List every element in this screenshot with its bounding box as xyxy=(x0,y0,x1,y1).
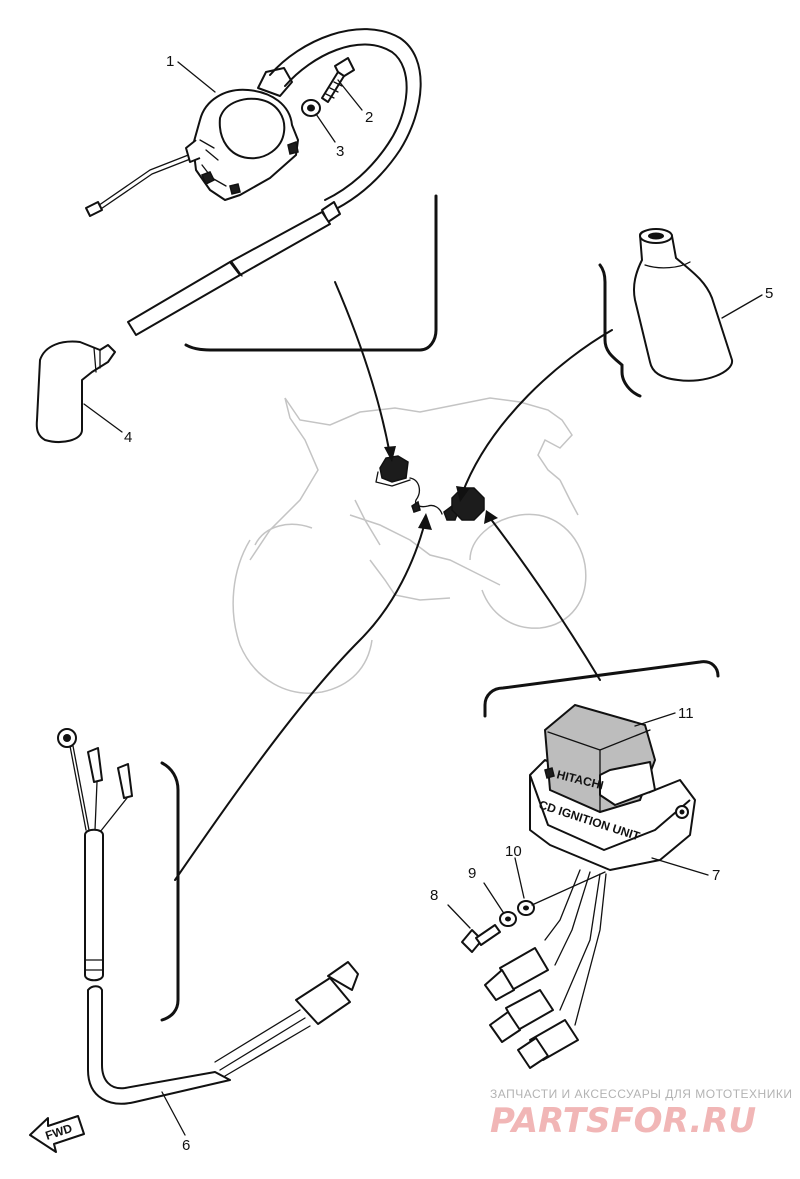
callout-1: 1 xyxy=(166,53,174,70)
callout-10: 10 xyxy=(505,843,522,860)
callout-6: 6 xyxy=(182,1137,190,1154)
rubber-cover-part-5 xyxy=(632,228,733,382)
watermark-tagline: ЗАПЧАСТИ И АКСЕССУАРЫ ДЛЯ МОТОТЕХНИКИ xyxy=(490,1087,792,1101)
plug-cap-part-4 xyxy=(35,340,116,443)
callout-leaders xyxy=(83,61,763,1136)
cdi-unit-part-11 xyxy=(529,703,696,871)
callout-7: 7 xyxy=(712,867,720,884)
arrowhead-icon xyxy=(456,486,470,502)
watermark: ЗАПЧАСТИ И АКСЕССУАРЫ ДЛЯ МОТОТЕХНИКИ PA… xyxy=(490,1087,792,1141)
callout-4: 4 xyxy=(124,429,132,446)
callout-11: 11 xyxy=(678,705,694,722)
nut-part-10 xyxy=(517,900,535,916)
arrowhead-icon xyxy=(418,513,432,530)
callout-8: 8 xyxy=(430,887,438,904)
callout-5: 5 xyxy=(765,285,773,302)
washer-part-3 xyxy=(301,99,321,117)
group-brackets xyxy=(160,194,720,1022)
arrowhead-icon xyxy=(484,510,498,524)
ignition-coil xyxy=(85,67,299,217)
cdi-pigtail-connectors xyxy=(484,869,607,1069)
forward-direction-icon: FWD xyxy=(29,1115,85,1153)
watermark-brand: PARTSFOR.RU xyxy=(490,1101,756,1141)
callout-9: 9 xyxy=(468,865,476,882)
callout-numbers: 1 2 3 4 5 6 7 8 9 10 11 xyxy=(124,53,773,1154)
bolt-part-8 xyxy=(461,924,501,953)
callout-3: 3 xyxy=(336,143,344,160)
arrowhead-icon xyxy=(384,446,396,462)
motorcycle-silhouette xyxy=(232,397,587,694)
washer-part-9 xyxy=(499,911,517,927)
wire-harness-part-6 xyxy=(57,728,359,1105)
assembly-axis-line xyxy=(531,871,606,906)
bolt-part-2 xyxy=(321,57,355,103)
high-tension-lead xyxy=(127,28,422,336)
callout-2: 2 xyxy=(365,109,373,126)
leader-arrows xyxy=(174,281,613,881)
